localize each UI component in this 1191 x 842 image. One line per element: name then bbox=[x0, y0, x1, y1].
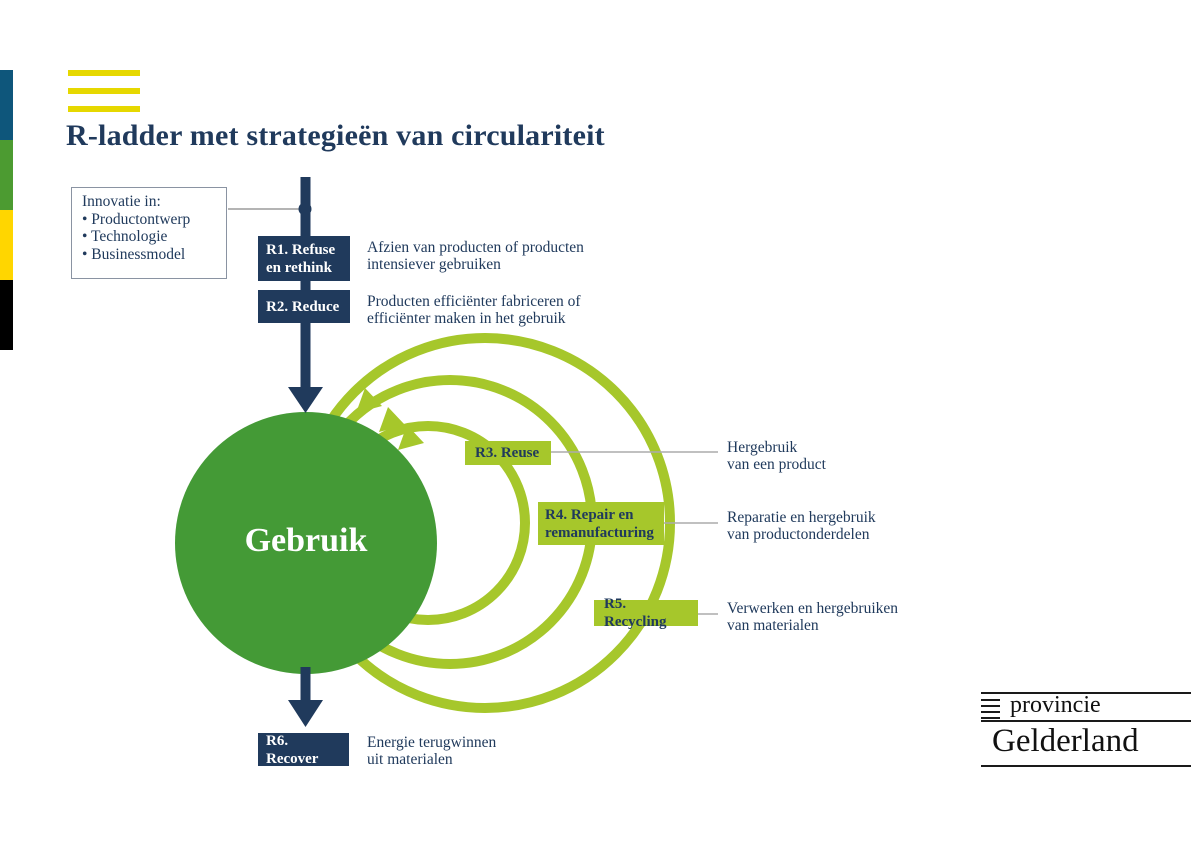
logo-rule-top bbox=[981, 692, 1191, 694]
gebruik-label: Gebruik bbox=[244, 522, 368, 559]
innovatie-item: • Productontwerp bbox=[82, 210, 191, 228]
color-bar-yellow bbox=[0, 210, 13, 280]
desc-r1: Afzien van producten of producten intens… bbox=[367, 239, 584, 273]
innovatie-title: Innovatie in: bbox=[82, 193, 161, 210]
logo-menu-line bbox=[981, 717, 1000, 719]
flow-arrow-top-icon bbox=[288, 387, 323, 413]
desc-r6: Energie terugwinnen uit materialen bbox=[367, 734, 497, 768]
step-r2-label: R2. Reduce bbox=[266, 298, 340, 315]
logo-menu-line bbox=[981, 711, 1000, 713]
brand-stripe bbox=[68, 106, 140, 112]
color-bar-black bbox=[0, 280, 13, 350]
logo-rule-bottom bbox=[981, 765, 1191, 767]
logo-rule-middle bbox=[981, 720, 1191, 722]
step-r1-box: R1. Refuse en rethink bbox=[258, 236, 350, 281]
step-r4-box: R4. Repair en remanufacturing bbox=[538, 502, 664, 545]
desc-r4: Reparatie en hergebruik van productonder… bbox=[727, 509, 876, 543]
desc-r2: Producten efficiënter fabriceren of effi… bbox=[367, 293, 581, 327]
logo-menu-line bbox=[981, 699, 1000, 701]
page-title: R-ladder met strategieën van circularite… bbox=[66, 119, 605, 152]
step-r5-box: R5. Recycling bbox=[594, 596, 698, 630]
step-r4-label: R4. Repair en remanufacturing bbox=[545, 506, 654, 541]
step-r2-box: R2. Reduce bbox=[258, 290, 350, 323]
desc-r5: Verwerken en hergebruiken van materialen bbox=[727, 600, 898, 634]
step-r3-label: R3. Reuse bbox=[475, 445, 540, 461]
flow-arrow-bottom-icon bbox=[288, 700, 323, 727]
brand-stripe bbox=[68, 88, 140, 94]
step-r5-label: R5. Recycling bbox=[604, 596, 667, 630]
color-bar-blue bbox=[0, 70, 13, 140]
step-r1-label: R1. Refuse en rethink bbox=[266, 241, 336, 276]
innovatie-box: Innovatie in: • Productontwerp • Technol… bbox=[71, 187, 227, 279]
logo-gelderland-text: Gelderland bbox=[992, 723, 1139, 759]
step-r6-label: R6. Recover bbox=[266, 732, 319, 767]
step-r6-box: R6. Recover bbox=[258, 732, 349, 767]
logo-provincie-text: provincie bbox=[1010, 692, 1101, 718]
innovatie-connector-dot bbox=[298, 202, 312, 216]
innovatie-item: • Businessmodel bbox=[82, 245, 186, 263]
ring-arrowhead-outer-icon bbox=[356, 388, 382, 413]
logo-menu-line bbox=[981, 705, 1000, 707]
gebruik-circle bbox=[175, 412, 437, 674]
color-bar-green bbox=[0, 140, 13, 210]
brand-stripe bbox=[68, 70, 140, 76]
ring-arrowhead-inner-icon bbox=[398, 425, 424, 450]
step-r3-box: R3. Reuse bbox=[465, 441, 551, 465]
ring-arrowhead-middle-icon bbox=[379, 407, 405, 432]
innovatie-item: • Technologie bbox=[82, 228, 168, 246]
desc-r3: Hergebruik van een product bbox=[727, 439, 826, 473]
